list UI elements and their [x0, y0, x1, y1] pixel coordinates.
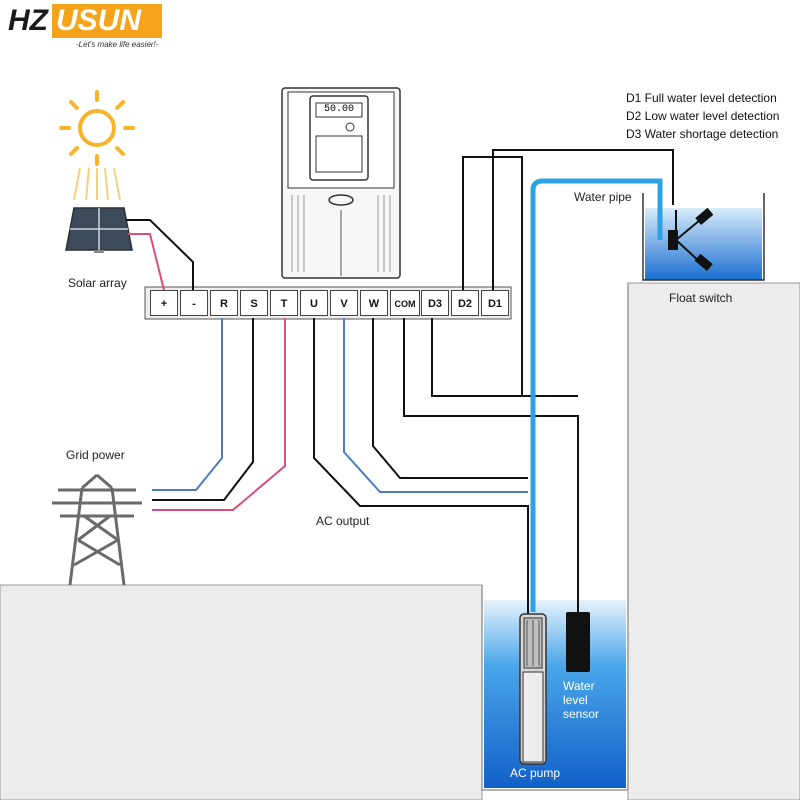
wire-d3: [431, 318, 578, 397]
logo-hz: HZ: [8, 4, 48, 37]
wire-d2: [462, 156, 523, 396]
label-water-pipe: Water pipe: [574, 190, 632, 204]
label-ac-pump: AC pump: [510, 766, 561, 780]
logo-tagline: -Let's make life easier!-: [76, 40, 159, 49]
sensor-label-line2: level: [563, 693, 588, 707]
pump-drawing: [519, 613, 547, 765]
label-grid-power: Grid power: [66, 448, 125, 462]
terminal-v: V: [330, 290, 358, 316]
label-float-switch: Float switch: [669, 291, 733, 305]
terminal-d3: D3: [421, 290, 449, 316]
terminal-d1: D1: [481, 290, 509, 316]
legend-d3: D3 Water shortage detection: [626, 127, 779, 141]
grid-tower-icon: [52, 473, 142, 586]
well-water: [484, 600, 626, 788]
wire-d1: [492, 149, 674, 290]
sensor-label-line1: Water: [563, 679, 595, 693]
water-level-sensor-icon: [566, 612, 590, 672]
well: [481, 283, 629, 791]
terminal-com: COM: [390, 290, 420, 316]
terminal-d2: D2: [451, 290, 479, 316]
tank: [642, 193, 765, 281]
legend-d2: D2 Low water level detection: [626, 109, 780, 123]
terminal-t: T: [270, 290, 298, 316]
legend-d1: D1 Full water level detection: [626, 91, 777, 105]
terminal-w: W: [360, 290, 388, 316]
wire-out-v: [343, 318, 528, 493]
logo-usun-text: USUN: [56, 4, 142, 37]
sensor-label-line3: sensor: [563, 707, 600, 721]
wire-grid-s: [152, 318, 254, 501]
terminal-r: R: [210, 290, 238, 316]
water-pipe: [530, 178, 663, 612]
wire-grid-t: [152, 318, 286, 511]
inverter-drawing: [281, 87, 401, 279]
wire-com: [403, 318, 579, 620]
label-solar-array: Solar array: [68, 276, 127, 290]
inverter-display: 50.00: [323, 104, 354, 115]
wire-solar-pos: [128, 233, 165, 291]
wire-grid-r: [152, 318, 223, 491]
label-water-level-sensor: Water level sensor: [563, 679, 599, 721]
terminal-minus: -: [180, 290, 208, 316]
logo-usun: USUN: [52, 4, 162, 38]
label-ac-output: AC output: [316, 514, 370, 528]
terminal-s: S: [240, 290, 268, 316]
wire-out-w: [372, 318, 528, 479]
terminal-plus: +: [150, 290, 178, 316]
solar-panel-icon: [65, 207, 133, 253]
brand-logo: HZ USUN -Let's make life easier!-: [2, 2, 162, 49]
ground-right: [627, 282, 800, 800]
wire-out-u: [313, 318, 529, 620]
wire-solar-neg: [126, 219, 194, 290]
terminal-u: U: [300, 290, 328, 316]
sun-icon: [59, 90, 135, 201]
float-switch-icon: [668, 207, 714, 271]
ground-left: [0, 584, 483, 800]
